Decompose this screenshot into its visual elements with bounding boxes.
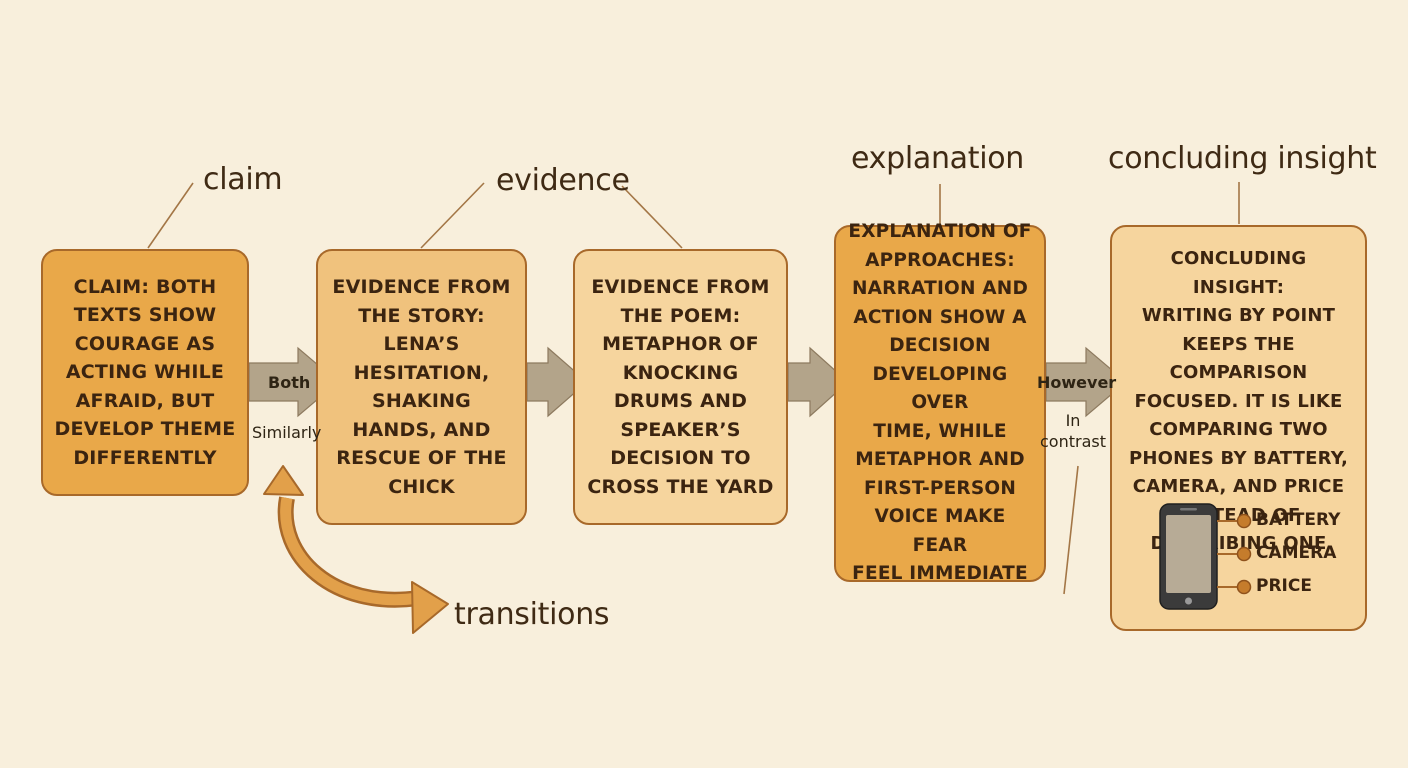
- feature-price: PRICE: [1256, 576, 1312, 596]
- evidence-label: evidence: [496, 163, 630, 198]
- feature-camera: CAMERA: [1256, 543, 1337, 563]
- evidence-story-text: EVIDENCE FROM THE STORY: LENA’S HESITATI…: [332, 276, 511, 498]
- evidence-poem-box: EVIDENCE FROM THE POEM: METAPHOR OF KNOC…: [573, 249, 788, 525]
- evidence-story-box: EVIDENCE FROM THE STORY: LENA’S HESITATI…: [316, 249, 527, 525]
- evidence-leader-line-left: [420, 182, 485, 249]
- claim-leader-line: [147, 182, 194, 249]
- concluding-insight-label: concluding insight: [1108, 141, 1377, 176]
- claim-text: CLAIM: BOTH TEXTS SHOW COURAGE AS ACTING…: [54, 275, 236, 469]
- claim-label: claim: [203, 162, 283, 197]
- right-arrow-icon: [526, 346, 588, 418]
- concluding-insight-box: CONCLUDING INSIGHT: WRITING BY POINT KEE…: [1110, 225, 1367, 631]
- contrast-leader-line: [1063, 465, 1079, 595]
- transition-both: Both: [268, 373, 311, 392]
- transition-in-contrast: In contrast: [1040, 411, 1106, 451]
- transition-similarly: Similarly: [252, 423, 322, 442]
- right-arrow-icon: [1045, 346, 1127, 418]
- transitions-label: transitions: [454, 597, 610, 632]
- claim-box: CLAIM: BOTH TEXTS SHOW COURAGE AS ACTING…: [41, 249, 249, 496]
- explanation-text: EXPLANATION OF APPROACHES: NARRATION AND…: [848, 221, 1032, 585]
- explanation-box: EXPLANATION OF APPROACHES: NARRATION AND…: [834, 221, 1046, 584]
- right-arrow-icon: [787, 346, 849, 418]
- transition-however: However: [1037, 373, 1117, 392]
- feature-battery: BATTERY: [1256, 510, 1341, 530]
- evidence-poem-text: EVIDENCE FROM THE POEM: METAPHOR OF KNOC…: [587, 276, 774, 498]
- explanation-label: explanation: [851, 141, 1025, 176]
- concluding-insight-text: CONCLUDING INSIGHT: WRITING BY POINT KEE…: [1128, 248, 1349, 554]
- evidence-leader-line-right: [621, 185, 683, 249]
